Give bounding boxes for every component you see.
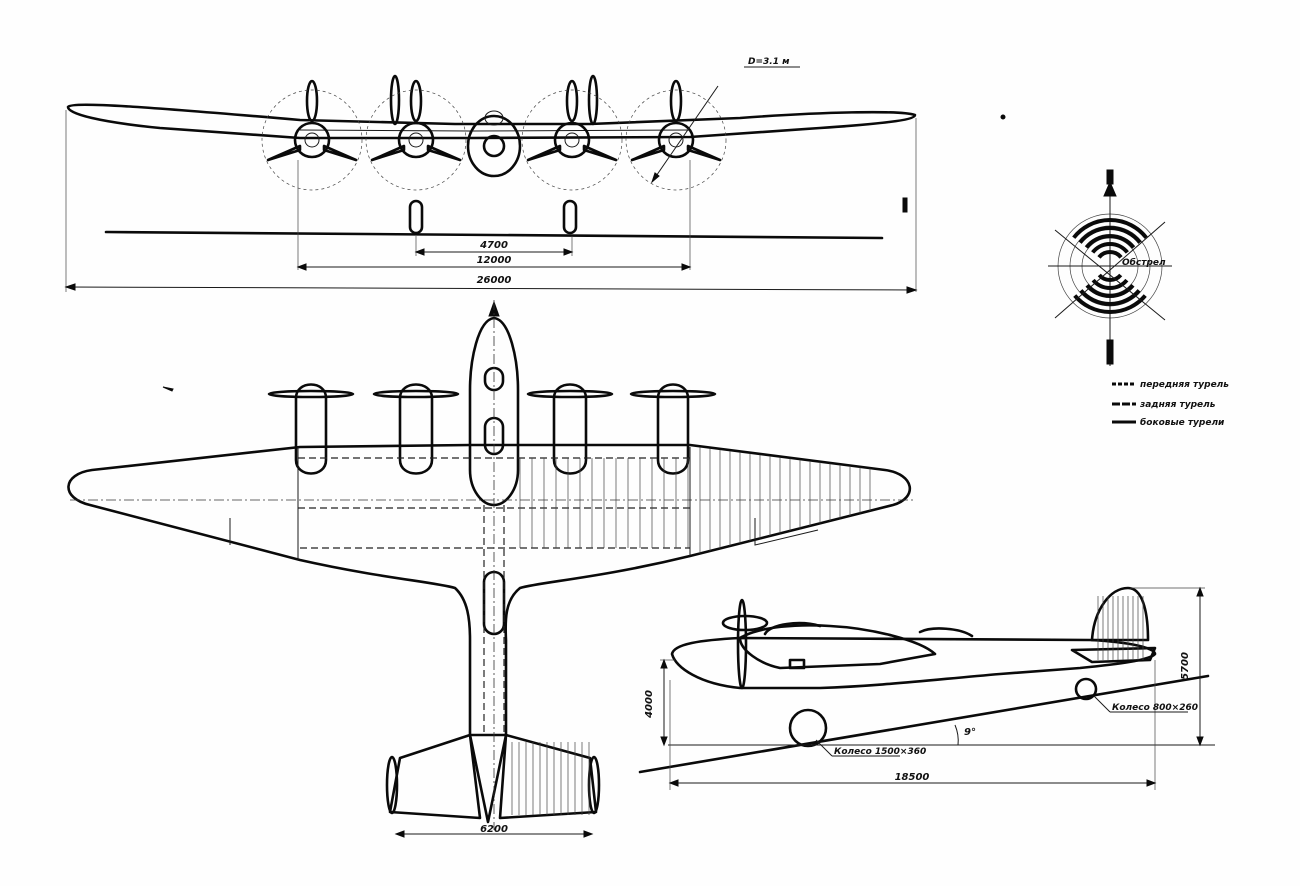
plan-tailplane-left <box>388 733 482 820</box>
prop-diameter-label: D=3.1 м <box>748 57 790 67</box>
tail-wheel-label: Колесо 800×260 <box>1112 703 1198 713</box>
front-gear-right <box>562 199 578 235</box>
legend-item-rear: задняя турель <box>1139 400 1216 410</box>
front-gear-left <box>408 199 424 235</box>
side-main-wheel <box>788 708 828 748</box>
plan-tail-cone <box>468 733 508 824</box>
plan-wing-ribs <box>511 447 871 815</box>
plan-nacelle-4 <box>629 383 717 475</box>
dim-ground-angle-label: 9° <box>964 727 976 738</box>
side-canopy <box>738 624 937 670</box>
front-view: 4700 12000 26000 D=3.1 м <box>64 57 918 294</box>
front-canopy <box>484 110 504 126</box>
side-propeller <box>736 598 748 690</box>
main-wheel-label: Колесо 1500×360 <box>834 747 926 757</box>
dim-wingspan-label: 26000 <box>477 275 512 286</box>
front-nose-turret <box>482 134 506 158</box>
side-tail-wheel <box>1074 677 1098 701</box>
dim-height-total-label: 5700 <box>1180 652 1191 680</box>
legend-item-side: боковые турели <box>1140 417 1225 428</box>
dim-gear-track-label: 4700 <box>479 240 508 251</box>
dim-length-label: 18500 <box>895 772 930 783</box>
plan-view: 6200 <box>67 300 915 838</box>
side-fin <box>1090 586 1150 642</box>
plan-wing <box>67 443 912 737</box>
front-wing-spar <box>299 129 691 132</box>
front-engine-3 <box>521 74 623 191</box>
plan-nacelle-3 <box>526 383 614 475</box>
legend-item-front: передняя турель <box>1140 380 1229 390</box>
plan-tailplane-right <box>498 733 598 820</box>
front-engine-4 <box>625 79 727 191</box>
front-wing <box>66 103 917 140</box>
fire-legend: передняя турель задняя турель боковые ту… <box>1112 380 1229 428</box>
fire-diagram-center-label: Обстрел <box>1122 257 1166 268</box>
side-ground-line <box>638 674 1210 774</box>
front-fuselage <box>466 114 522 178</box>
dim-tail-span-label: 6200 <box>480 824 508 835</box>
front-ground-line <box>104 230 884 240</box>
fire-arcs-rear <box>1073 273 1147 314</box>
side-view: 4000 5700 9° 18500 Колесо 1500×360 Колес… <box>638 586 1215 790</box>
front-engine-1 <box>261 79 363 191</box>
dim-engine-span-label: 12000 <box>477 255 512 266</box>
front-engine-2 <box>365 74 467 191</box>
fire-arcs-forward <box>1072 218 1148 259</box>
field-of-fire-diagram: Обстрел передняя турель задняя турель бо… <box>1048 169 1229 428</box>
side-tailplane <box>1070 646 1157 664</box>
plan-nacelle-1 <box>267 383 355 475</box>
side-fin-ribs <box>1097 596 1144 660</box>
plan-nacelle-2 <box>372 383 460 475</box>
dim-height-nose-label: 4000 <box>644 690 655 719</box>
